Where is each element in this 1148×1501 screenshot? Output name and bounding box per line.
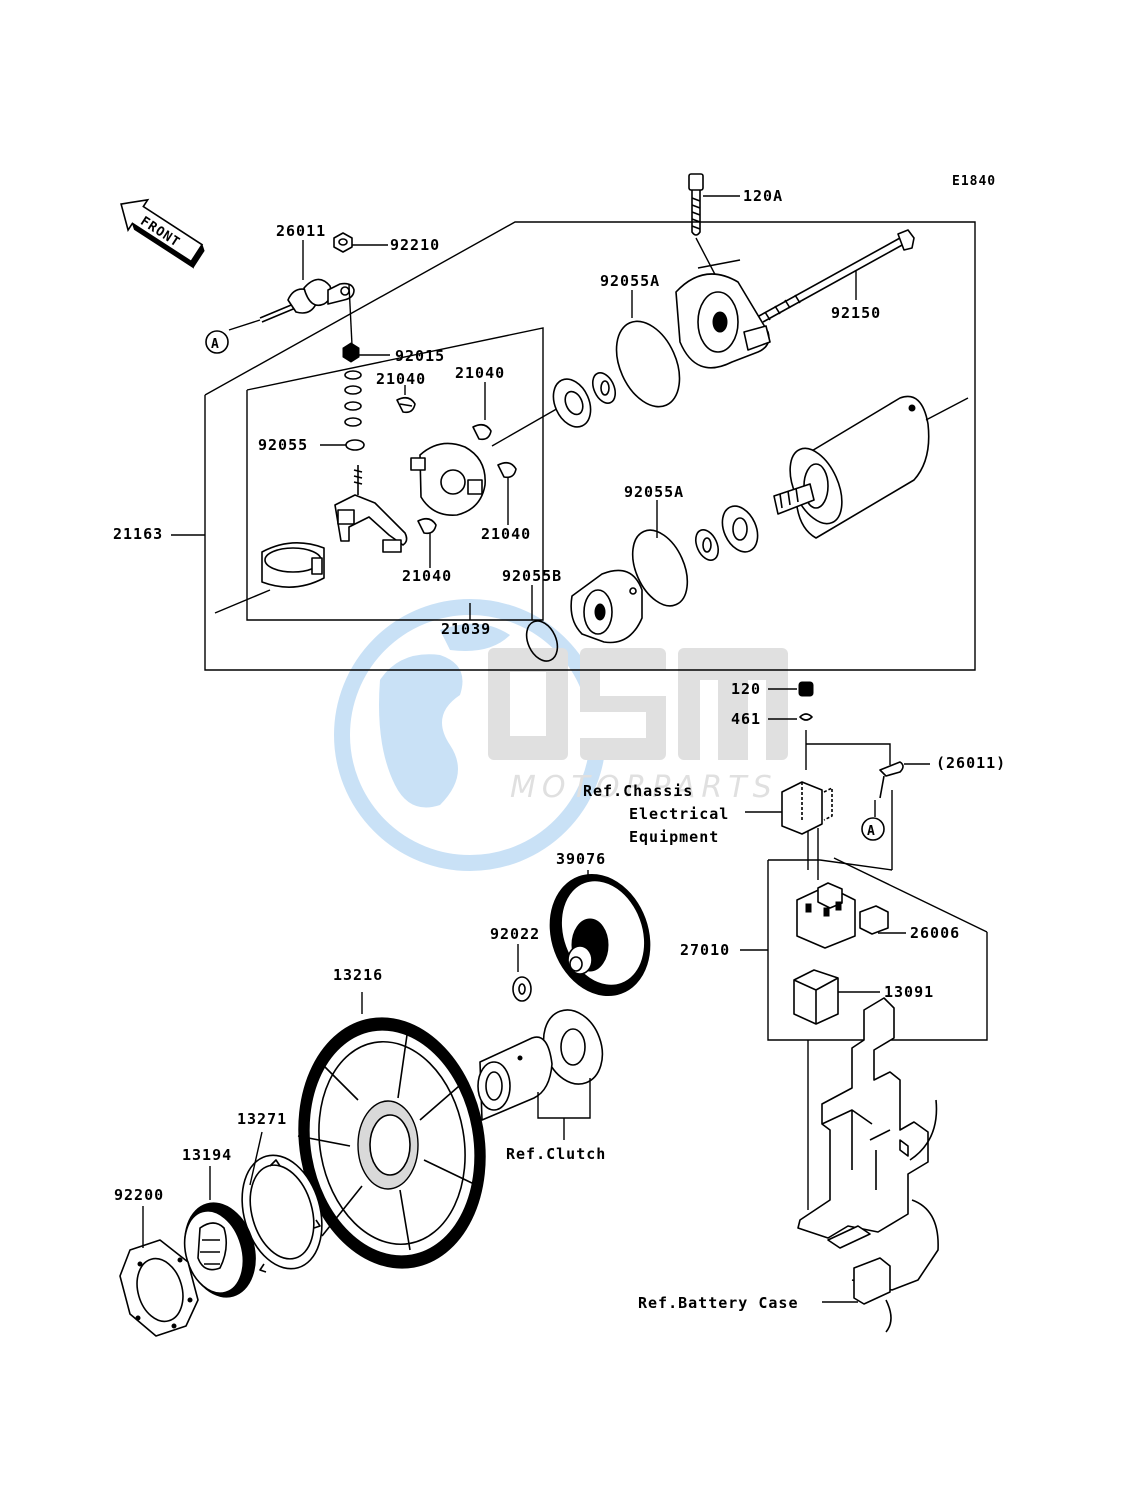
starter-cable — [228, 240, 355, 331]
part-label-92022: 92022 — [490, 925, 540, 943]
part-label-21040-c: 21040 — [481, 525, 531, 543]
part-label-92210: 92210 — [390, 236, 440, 254]
part-label-13216: 13216 — [333, 966, 383, 984]
oring-92055b — [525, 585, 559, 662]
part-label-21040-b: 21040 — [455, 364, 505, 382]
svg-text:A: A — [867, 824, 875, 839]
watermark-s — [580, 648, 666, 760]
motor-body — [773, 395, 969, 539]
brush-spring-2 — [472, 382, 492, 441]
washer-461 — [768, 713, 813, 721]
front-cover — [570, 569, 643, 644]
watermark-tagline: MOTORPARTS — [510, 770, 778, 805]
ref-battery-case: Ref.Battery Case — [638, 1294, 799, 1312]
oring-92055a-bottom — [631, 500, 689, 607]
part-label-461: 461 — [731, 710, 761, 728]
part-label-92015: 92015 — [395, 347, 445, 365]
part-label-92055: 92055 — [258, 436, 308, 454]
watermark-m — [678, 648, 788, 760]
ref-chassis-line2: Electrical — [629, 805, 729, 823]
fuse-26006 — [859, 905, 906, 935]
yoke-ring — [214, 542, 471, 620]
starter-motor-group-frame — [204, 221, 976, 671]
part-label-26011-ref: (26011) — [936, 754, 1006, 772]
part-label-92055b: 92055B — [502, 567, 562, 585]
ref-labels: Ref.Chassis Electrical Equipment Ref.Clu… — [506, 782, 799, 1312]
part-label-13091: 13091 — [884, 983, 934, 1001]
watermark: MOTORPARTS — [334, 599, 788, 871]
front-arrow-icon: FRONT — [120, 198, 205, 269]
clutch-sleeve — [477, 1036, 591, 1140]
one-way-clutch-13194 — [183, 1166, 256, 1298]
relay-cover-13091 — [793, 969, 880, 1025]
part-label-13194: 13194 — [182, 1146, 232, 1164]
terminal-stack — [320, 284, 390, 451]
ref-clutch: Ref.Clutch — [506, 1145, 606, 1163]
idle-gear-39076 — [549, 870, 651, 997]
brush-spring-3 — [497, 461, 517, 525]
brush-spring-4 — [417, 517, 437, 568]
ref-chassis-line3: Equipment — [629, 828, 719, 846]
part-label-92200: 92200 — [114, 1186, 164, 1204]
brush-spring-1 — [396, 385, 416, 414]
part-label-120: 120 — [731, 680, 761, 698]
part-label-21040-a: 21040 — [376, 370, 426, 388]
part-label-27010: 27010 — [680, 941, 730, 959]
bearing-bottom — [694, 505, 759, 561]
clutch-washer — [542, 1009, 604, 1085]
part-label-120a: 120A — [743, 187, 783, 205]
ref-chassis-line1: Ref.Chassis — [583, 782, 693, 800]
relay-wiring-lines — [805, 730, 988, 933]
part-label-92055a-top: 92055A — [600, 272, 660, 290]
bearing-top — [552, 372, 617, 428]
gasket-92200 — [119, 1206, 199, 1337]
starter-relay-27010 — [740, 882, 856, 951]
one-way-clutch-plate-13271 — [241, 1131, 323, 1273]
brush-terminal — [334, 465, 408, 553]
nut-92210 — [333, 232, 388, 253]
washer-92022 — [512, 944, 532, 1002]
part-label-21039: 21039 — [441, 620, 491, 638]
part-label-13271: 13271 — [237, 1110, 287, 1128]
brush-plate — [410, 406, 561, 516]
battery-case — [797, 997, 939, 1333]
part-labels: 120A 26011 92210 92055A 92150 92015 2104… — [113, 187, 1006, 1204]
bolt-120 — [768, 681, 814, 697]
part-label-26011: 26011 — [276, 222, 326, 240]
starter-clutch-gear-13216 — [297, 992, 486, 1269]
rear-cover — [675, 259, 771, 369]
brush-holder-group-frame — [246, 327, 544, 621]
marker-a-top: A — [205, 330, 229, 354]
part-label-39076: 39076 — [556, 850, 606, 868]
marker-a-bottom: A — [861, 800, 885, 841]
part-label-92150: 92150 — [831, 304, 881, 322]
part-label-21163: 21163 — [113, 525, 163, 543]
oring-92055a-top — [615, 290, 681, 408]
part-label-26006: 26006 — [910, 924, 960, 942]
relay-bracket — [745, 781, 833, 835]
svg-text:A: A — [211, 337, 219, 352]
cable-end-26011-ref — [879, 761, 930, 799]
part-label-92055a-bottom: 92055A — [624, 483, 684, 501]
through-bolt-92150 — [758, 229, 915, 323]
diagram-code: E1840 — [952, 174, 996, 189]
part-label-21040-d: 21040 — [402, 567, 452, 585]
